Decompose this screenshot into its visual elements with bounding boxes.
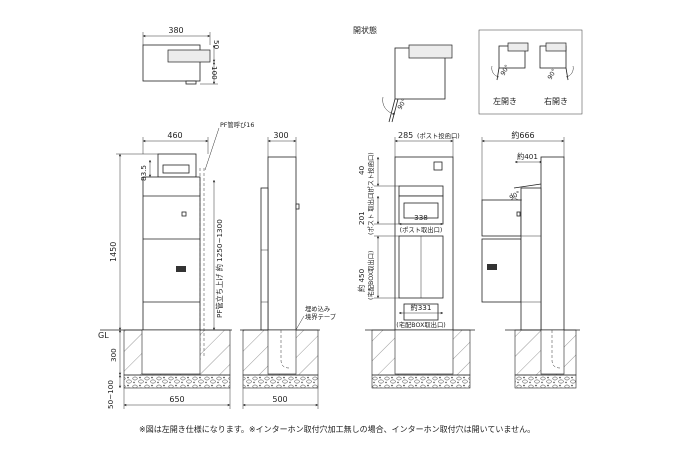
dim-label-300: 300 [109, 348, 118, 362]
top-plan-view: 380 50 100 [142, 26, 221, 85]
post-out-vertical: (ポスト 取出口) [366, 190, 375, 235]
open-intercom-hole [487, 264, 497, 270]
tape-label-2: 境界テープ [305, 312, 337, 321]
post-slot-label: (ポスト投函口) [417, 131, 460, 140]
intercom-hole [176, 266, 186, 272]
hinge-frame [478, 29, 583, 115]
open-lower-door [481, 238, 522, 303]
dim-label-1450: 1450 [109, 242, 118, 262]
post-slot [398, 185, 444, 197]
side-post [267, 156, 297, 331]
open-side-gravel [514, 374, 577, 389]
front-cabinet [142, 176, 201, 331]
open-door [388, 98, 396, 123]
front-view: 460 PF管呼び16 1450 83.5 PF管立ち上げ 約 1250~130… [98, 120, 254, 409]
dim-label-380: 380 [168, 26, 183, 35]
dim-label-83-5: 83.5 [139, 165, 148, 181]
pf-pipe-label: PF管呼び16 [220, 120, 254, 129]
footnote: ※図は左開き仕様になります。※インターホン取付穴加工無しの場合、インターホン取付… [139, 424, 535, 434]
open-upper-door [481, 199, 522, 237]
hinge-diagram-box: 90° 左開き 90° 右開き [478, 29, 583, 115]
box-out-label: (宅配BOX取出口) [396, 320, 445, 329]
open-lid [408, 44, 453, 59]
front-gravel [123, 374, 231, 389]
dim-label-666: 約666 [511, 130, 534, 140]
dim-label-40: 40 [357, 165, 366, 175]
hinge-left-label: 左開き [493, 96, 517, 106]
open-state-title: 開状態 [353, 25, 377, 35]
inner-gravel [371, 374, 471, 389]
post-out-label: (ポスト取出口) [400, 225, 443, 234]
dim-label-338: 338 [414, 213, 428, 222]
dim-label-201: 201 [357, 211, 366, 225]
box-out-vertical: (宅配BOX取出口) [366, 251, 375, 300]
dim-label-460: 460 [167, 131, 182, 140]
dim-label-331: 約331 [411, 303, 432, 312]
dim-label-650: 650 [169, 395, 184, 404]
tape-label-1: 埋め込み [305, 304, 330, 313]
dim-label-401: 約401 [517, 152, 538, 161]
dim-label-50-100: 50~100 [106, 380, 115, 409]
hinge-right-angle: 90° [546, 67, 559, 81]
open-side-view: 約666 約401 90° [481, 130, 580, 389]
inner-front-view: 285 (ポスト投函口) 40 (ポスト投函口) 201 (ポスト 取出口) 3… [357, 131, 475, 389]
dim-label-100: 100 [210, 66, 219, 80]
dim-label-300-top: 300 [273, 131, 288, 140]
dim-label-450: 約 450 [357, 268, 366, 292]
post-slot-vertical: (ポスト投函口) [366, 152, 375, 195]
dim-label-285: 285 [398, 131, 413, 140]
dim-label-500: 500 [272, 395, 287, 404]
pf-rise-label: PF管立ち上げ 約 1250~1300 [215, 219, 224, 318]
dim-label-50: 50 [212, 40, 221, 50]
side-view: 300 埋め込み 境界テープ 500 [240, 131, 337, 409]
gl-label: GL [98, 331, 109, 340]
side-cabinet [260, 187, 269, 331]
plan-lid [167, 49, 211, 63]
side-gravel [242, 374, 319, 389]
open-state-view: 開状態 90° [353, 25, 453, 123]
hinge-right-label: 右開き [544, 96, 568, 106]
open-side-post [540, 156, 565, 331]
